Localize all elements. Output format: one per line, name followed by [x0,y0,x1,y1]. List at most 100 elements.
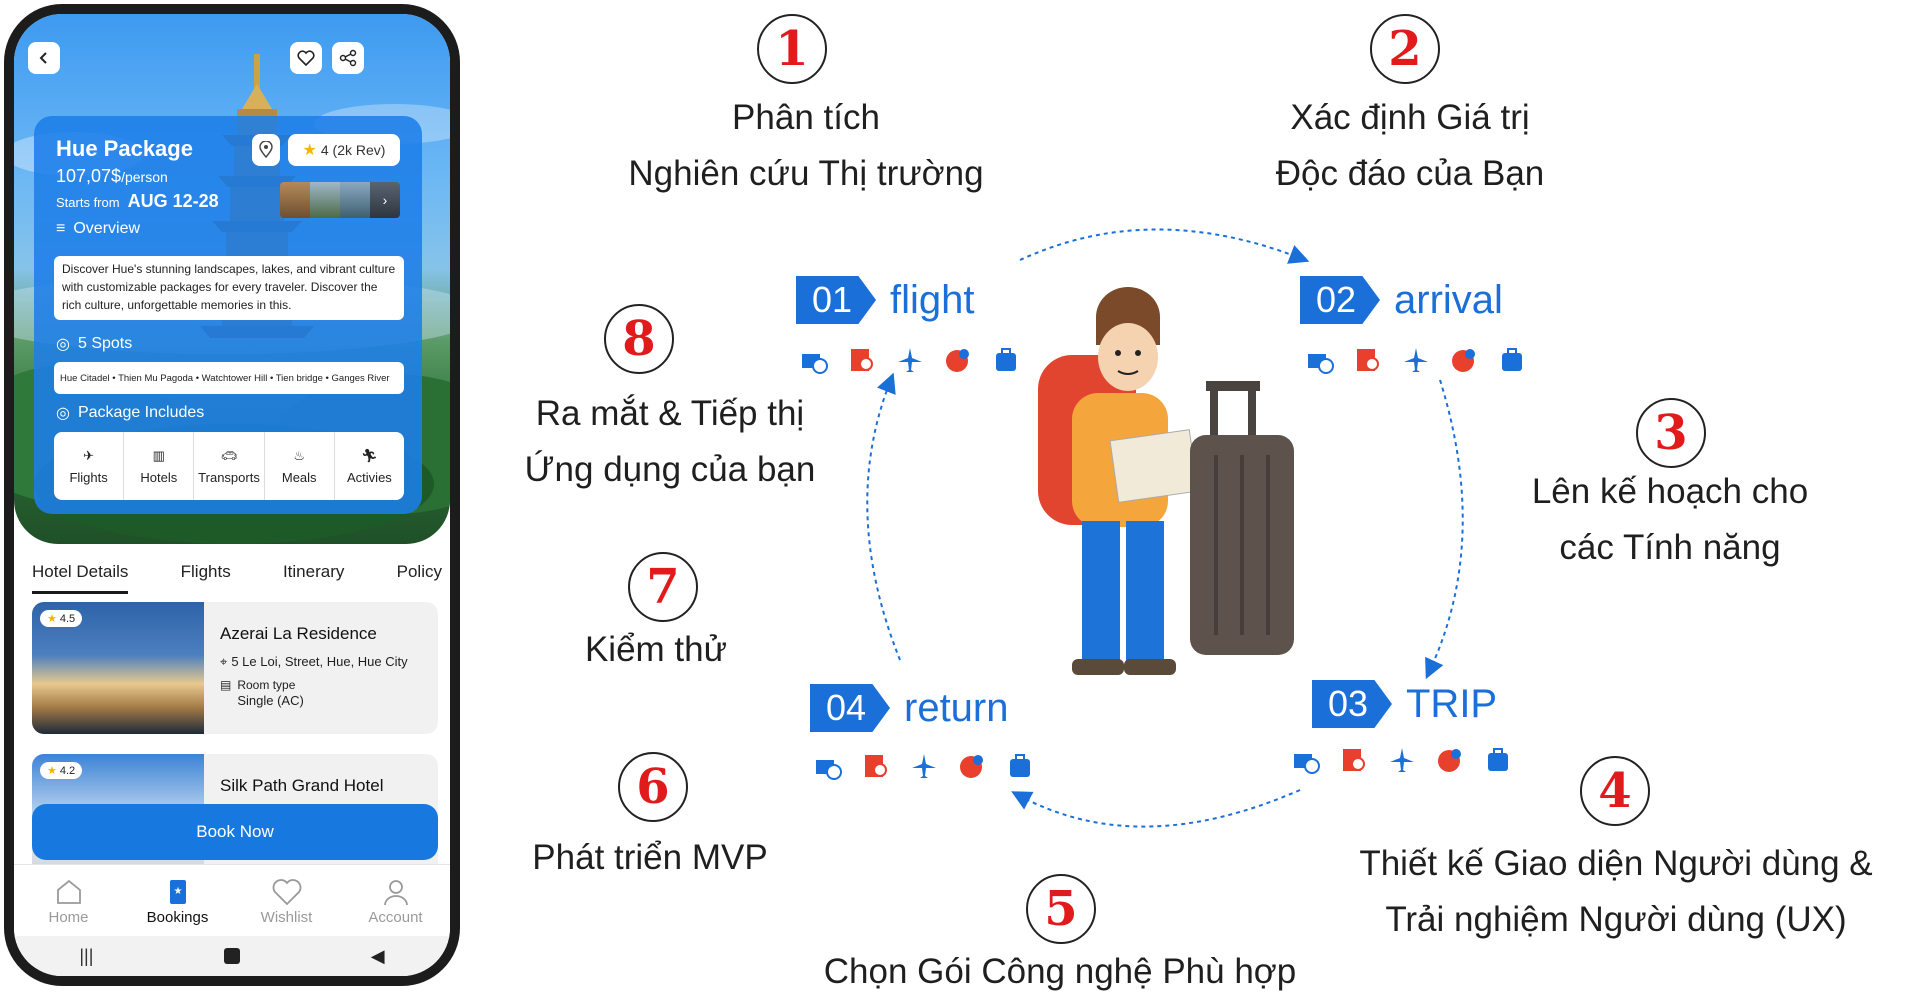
stage-icons-02 [1306,346,1526,374]
dates: AUG 12-28 [127,191,219,211]
back-triangle-icon[interactable]: ◀ [370,945,385,966]
starts-from: Starts from AUG 12-28 [56,191,219,212]
step-text-7: Kiểm thử [536,622,776,678]
stage-number: 03 [1312,680,1392,728]
step-line: Ra mắt & Tiếp thị [535,394,805,433]
include-activities[interactable]: 🏃︎Activies [335,432,404,500]
nav-bookings[interactable]: ★ Bookings [123,865,232,937]
recents-icon[interactable]: ||| [79,945,94,966]
money-icon [1294,754,1320,774]
photo-thumbnails[interactable]: › [280,182,400,218]
include-transports[interactable]: 🚗︎ Transports [194,432,265,500]
tab-hotel-details[interactable]: Hotel Details [32,562,129,594]
chevron-right-icon[interactable]: › [370,182,400,218]
step-line: Chọn Gói Công nghệ Phù hợp [823,952,1297,991]
hotel-rating-value: 4.5 [59,612,76,625]
home-square-icon[interactable] [224,948,241,964]
hotel-name: Azerai La Residence [220,624,377,643]
map-pin-icon [259,141,273,159]
room-type: ▤ Room type Single (AC) [220,678,304,708]
tab-policy[interactable]: Policy [396,562,442,581]
nav-label: Home [48,908,89,926]
step-text-6: Phát triển MVP [500,830,800,886]
step-line: Lên kế hoạch cho [1531,472,1809,511]
hotel-rating-value: 4.2 [59,764,76,777]
spots-list: Hue Citadel • Thien Mu Pagoda • Watchtow… [54,362,404,394]
step-line: Phát triển MVP [532,838,768,877]
include-meals[interactable]: ♨Meals [265,432,335,500]
globe-pin-icon [1452,349,1475,372]
price-value: 107,07$ [56,166,122,186]
menu-lines-icon: ≡ [56,220,66,237]
hero-image: Hue Package 107,07$/person Starts from AU… [14,14,450,544]
svg-text:★: ★ [173,886,182,897]
hotel-address: ⌖5 Le Loi, Street, Hue, Hue City [220,654,408,670]
check-circle-icon: ◎ [56,405,70,422]
stage-label: flight [890,277,975,322]
include-label: Transports [198,469,260,485]
tab-flights[interactable]: Flights [180,562,231,581]
hotel-rating: ★4.5 [40,610,83,627]
search-document-icon [865,755,887,777]
stage-number: 01 [796,276,876,324]
phone-screen: Hue Package 107,07$/person Starts from AU… [14,14,450,976]
building-icon: ▥ [152,447,165,463]
rating-pill: ★ 4 (2k Rev) [288,134,400,166]
includes-grid: ✈Flights ▥Hotels 🚗︎ Transports ♨Meals 🏃︎A… [54,432,404,500]
bed-icon: ▤ [220,678,232,692]
star-icon: ★ [302,142,317,159]
include-label: Flights [69,469,108,485]
check-circle-icon: ◎ [56,336,70,353]
rating-text: 4 (2k Rev) [320,142,386,158]
plane-icon [912,754,936,778]
room-type-label: Room type [237,678,296,692]
luggage-icon [1010,754,1030,777]
star-icon: ★ [47,613,57,625]
nav-home[interactable]: Home [14,865,123,937]
search-document-icon [1343,749,1365,771]
star-icon: ★ [47,765,57,777]
tab-itinerary[interactable]: Itinerary [282,562,345,581]
step-line: Ứng dụng của bạn [524,450,816,489]
spots-label: 5 Spots [77,335,133,352]
include-flights[interactable]: ✈Flights [54,432,125,500]
package-card: Hue Package 107,07$/person Starts from AU… [34,116,422,514]
includes-header: ◎ Package Includes [56,403,204,423]
hotel-rating: ★4.2 [40,762,83,779]
nav-label: Bookings [146,908,209,926]
stage-label: return [904,685,1009,730]
luggage-icon [1502,348,1522,371]
step-number-6: 6 [618,752,688,822]
overview-label: Overview [73,220,141,237]
package-price: 107,07$/person [56,166,168,187]
stage-number: 04 [810,684,890,732]
luggage-icon [1488,748,1508,771]
overview-description: Discover Hue's stunning landscapes, lake… [54,256,404,320]
share-button[interactable] [332,42,364,74]
hotel-address-text: 5 Le Loi, Street, Hue, Hue City [231,654,408,669]
book-now-button[interactable]: Book Now [32,804,438,860]
step-line: Thiết kế Giao diện Người dùng & [1359,844,1873,883]
favorite-button[interactable] [290,42,322,74]
include-label: Meals [281,469,317,485]
nav-account[interactable]: Account [341,865,450,937]
nav-wishlist[interactable]: Wishlist [232,865,341,937]
nav-label: Wishlist [260,908,313,926]
plane-icon [898,348,922,372]
running-icon: 🏃︎ [361,447,378,463]
location-button[interactable] [252,134,280,166]
includes-label: Package Includes [77,404,205,421]
car-icon: 🚗︎ [220,447,238,463]
globe-pin-icon [946,349,969,372]
home-icon [56,879,81,904]
back-button[interactable] [28,42,60,74]
hotel-card[interactable]: ★4.5 Azerai La Residence ⌖5 Le Loi, Stre… [32,602,438,734]
step-text-4: Thiết kế Giao diện Người dùng &Trải nghi… [1330,836,1902,948]
include-hotels[interactable]: ▥Hotels [124,432,195,500]
package-title: Hue Package [56,136,193,161]
step-line: Kiểm thử [584,630,728,669]
starts-label: Starts from [56,195,120,210]
